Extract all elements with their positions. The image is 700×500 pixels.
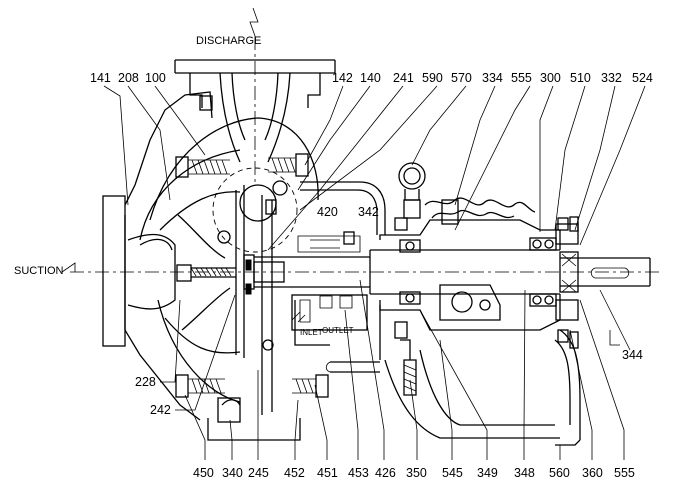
callout-334: 334 bbox=[482, 71, 503, 85]
callout-208: 208 bbox=[118, 71, 139, 85]
callout-348: 348 bbox=[514, 466, 535, 480]
suction-flange bbox=[102, 195, 126, 347]
callout-555-bottom: 555 bbox=[614, 466, 635, 480]
casing-cover bbox=[207, 195, 301, 441]
callout-524: 524 bbox=[632, 71, 653, 85]
bottom-callouts: 450 340 245 452 451 453 426 350 545 349 … bbox=[193, 466, 635, 480]
suction-label: SUCTION bbox=[14, 265, 64, 277]
callout-450: 450 bbox=[193, 466, 214, 480]
callout-570: 570 bbox=[451, 71, 472, 85]
volute-casing bbox=[124, 59, 336, 421]
callout-242: 242 bbox=[150, 403, 171, 417]
casing-studs bbox=[175, 95, 329, 398]
callout-510: 510 bbox=[570, 71, 591, 85]
callout-349: 349 bbox=[477, 466, 498, 480]
callout-350: 350 bbox=[406, 466, 427, 480]
callout-344: 344 bbox=[622, 348, 643, 362]
shaft bbox=[243, 249, 651, 295]
side-callouts: 228 242 344 bbox=[135, 348, 643, 417]
leader-lines bbox=[103, 85, 646, 460]
callout-300: 300 bbox=[540, 71, 561, 85]
housing-bolts bbox=[394, 216, 579, 349]
callout-241: 241 bbox=[393, 71, 414, 85]
callout-420: 420 bbox=[317, 205, 338, 219]
flush-piping bbox=[294, 181, 386, 373]
inlet-label: INLET bbox=[300, 328, 323, 337]
impeller-nut bbox=[176, 264, 236, 282]
callout-142: 142 bbox=[332, 71, 353, 85]
callout-141: 141 bbox=[90, 71, 111, 85]
callout-590: 590 bbox=[422, 71, 443, 85]
bearing-frame bbox=[379, 162, 561, 331]
callout-555-top: 555 bbox=[511, 71, 532, 85]
top-callouts: 141 208 100 142 140 241 590 570 334 555 … bbox=[90, 71, 653, 85]
callout-332: 332 bbox=[601, 71, 622, 85]
discharge-indicator bbox=[249, 7, 259, 185]
discharge-label: DISCHARGE bbox=[196, 35, 261, 47]
suction-arrow-icon bbox=[61, 262, 76, 273]
pedestal bbox=[384, 329, 581, 446]
callout-560: 560 bbox=[549, 466, 570, 480]
mechanical-seal bbox=[245, 231, 368, 331]
callout-100: 100 bbox=[145, 71, 166, 85]
callout-228: 228 bbox=[135, 375, 156, 389]
callout-452: 452 bbox=[284, 466, 305, 480]
inner-callouts: 420 342 bbox=[317, 205, 379, 219]
callout-340: 340 bbox=[222, 466, 243, 480]
bearings bbox=[399, 217, 579, 343]
callout-426: 426 bbox=[375, 466, 396, 480]
callout-342: 342 bbox=[358, 205, 379, 219]
callout-245: 245 bbox=[248, 466, 269, 480]
callout-360: 360 bbox=[582, 466, 603, 480]
callout-451: 451 bbox=[317, 466, 338, 480]
outlet-label: OUTLET bbox=[322, 326, 354, 335]
callout-545: 545 bbox=[442, 466, 463, 480]
callout-140: 140 bbox=[360, 71, 381, 85]
callout-453: 453 bbox=[348, 466, 369, 480]
